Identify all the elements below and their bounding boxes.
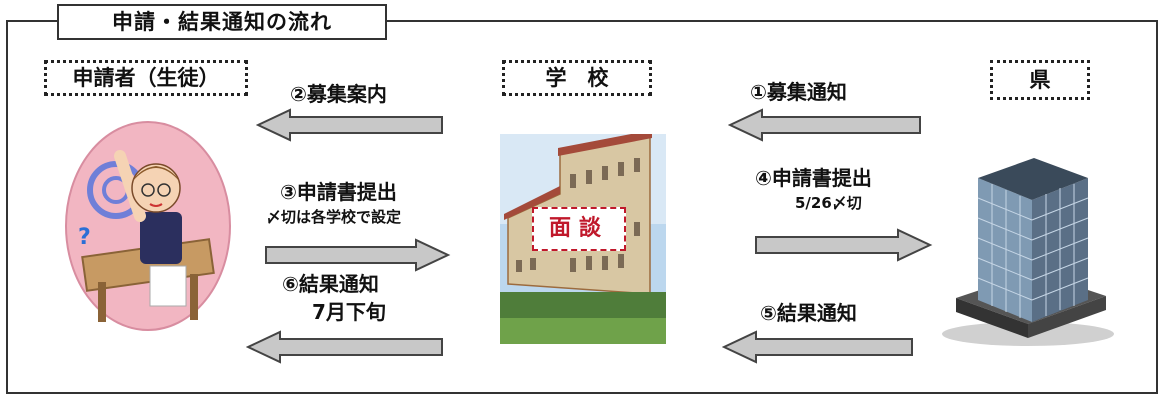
step-1-label: ①募集通知 <box>750 80 847 104</box>
diagram-frame <box>6 20 1158 394</box>
arrow-step-4 <box>755 228 933 262</box>
prefecture-building <box>942 158 1114 346</box>
arrow-step-5 <box>722 330 913 364</box>
prefecture-label: 県 <box>990 60 1090 100</box>
arrow-step-6 <box>246 330 443 364</box>
diagram-title: 申請・結果通知の流れ <box>57 4 387 40</box>
applicant-label: 申請者（生徒） <box>44 60 248 96</box>
step-3-label: ③申請書提出 <box>280 180 397 204</box>
step-4-note: 5/26〆切 <box>795 194 862 212</box>
step-6-label: ⑥結果通知 <box>282 272 379 296</box>
arrow-step-2 <box>256 108 443 142</box>
step-3-note: 〆切は各学校で設定 <box>266 208 402 226</box>
interview-badge: 面談 <box>532 207 626 251</box>
student-illustration: ? <box>65 121 231 331</box>
step-2-label: ②募集案内 <box>290 82 387 106</box>
arrow-step-3 <box>265 238 451 272</box>
step-5-label: ⑤結果通知 <box>760 301 857 325</box>
step-4-label: ④申請書提出 <box>755 166 872 190</box>
step-6-note: 7月下旬 <box>312 300 386 324</box>
svg-text:?: ? <box>78 225 91 250</box>
arrow-step-1 <box>728 108 921 142</box>
school-label: 学 校 <box>502 60 652 96</box>
